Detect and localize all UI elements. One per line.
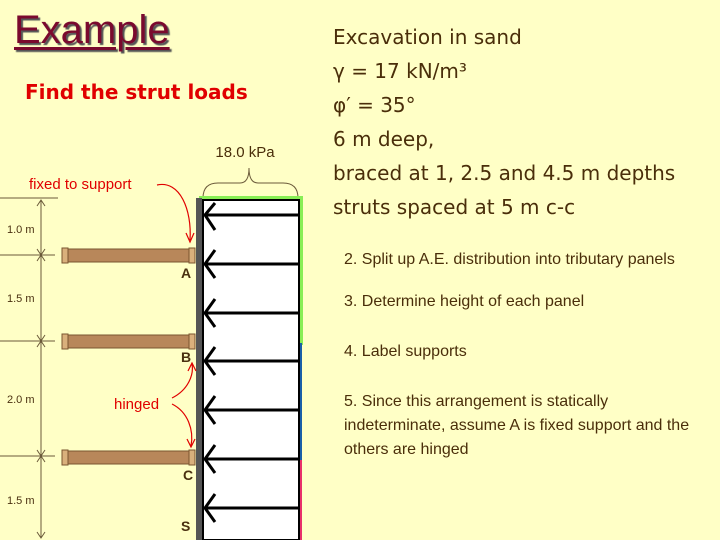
- given-line: struts spaced at 5 m c-c: [333, 195, 576, 219]
- given-line: Excavation in sand: [333, 25, 522, 49]
- pressure-diagram: [202, 199, 300, 540]
- support-label-c: C: [183, 467, 193, 483]
- fixed-annotation: fixed to support: [29, 176, 132, 193]
- given-line: braced at 1, 2.5 and 4.5 m depths: [333, 161, 676, 185]
- strut-b: [61, 333, 196, 350]
- dimension-line: [0, 197, 58, 539]
- support-label-a: A: [181, 265, 191, 281]
- support-label-b: B: [181, 349, 191, 365]
- dim-label-3: 2.0 m: [7, 394, 35, 406]
- support-label-s: S: [181, 518, 190, 534]
- given-line: φ′ = 35°: [333, 93, 416, 117]
- fixed-arrow-icon: [156, 183, 191, 241]
- hinged-annotation: hinged: [114, 396, 159, 413]
- step-item: 5. Since this arrangement is statically …: [344, 393, 690, 458]
- given-data: Excavation in sand γ = 17 kN/m³ φ′ = 35°…: [333, 24, 675, 228]
- strut-c: [61, 449, 196, 466]
- slide-title: Example: [14, 8, 170, 52]
- step-list: 2. Split up A.E. distribution into tribu…: [344, 248, 704, 480]
- hinged-arrow-c-icon: [171, 403, 193, 447]
- pressure-brace-icon: [202, 167, 299, 199]
- dim-label-1: 1.0 m: [7, 224, 35, 236]
- step-item: 2. Split up A.E. distribution into tribu…: [344, 251, 675, 268]
- given-line: 6 m deep,: [333, 127, 435, 151]
- strut-a: [61, 247, 196, 264]
- step-item: 3. Determine height of each panel: [344, 293, 585, 310]
- pressure-arrows-icon: [203, 202, 299, 523]
- slide-subtitle: Find the strut loads: [25, 80, 248, 104]
- sheet-wall: [196, 198, 202, 540]
- step-item: 4. Label supports: [344, 343, 467, 360]
- dim-label-2: 1.5 m: [7, 293, 35, 305]
- pressure-label: 18.0 kPa: [215, 144, 275, 161]
- given-line: γ = 17 kN/m³: [333, 59, 467, 83]
- dim-label-4: 1.5 m: [7, 495, 35, 507]
- hinged-arrow-b-icon: [171, 363, 193, 399]
